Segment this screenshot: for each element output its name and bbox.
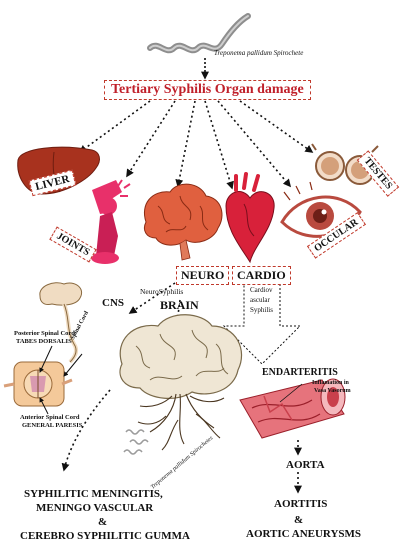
neurosyphilis-label: NeuroSyphilis <box>140 287 184 296</box>
paresis-label: GENERAL PARESIS <box>22 422 83 429</box>
cardiovascular-label-1: Cardiov <box>250 286 273 294</box>
organ-arrows <box>78 100 314 190</box>
organism-label: Treponema pallidum Spirochete <box>214 49 304 57</box>
outcome-line-1: SYPHILITIC MENINGITIS, <box>24 488 163 500</box>
aortitis-amp: & <box>294 514 304 526</box>
cardio-arrow <box>222 279 302 365</box>
spirochete-icon <box>147 13 251 54</box>
joint-icon <box>91 179 131 264</box>
tabes-label: TABES DORSALIS <box>16 338 72 345</box>
posterior-label: Posterior Spinal Cord <box>14 330 75 337</box>
outcome-amp: & <box>98 516 108 528</box>
inflammation-label-1: Inflamation in <box>312 380 349 386</box>
inflammation-label-2: Vasa Vasorum <box>314 388 351 394</box>
vessel-icon <box>239 378 346 439</box>
outcome-line-3: CEREBRO SYPHILITIC GUMMA <box>20 530 190 542</box>
brain-label: BRAIN <box>160 298 199 312</box>
large-brain-icon <box>119 314 243 455</box>
brain-organ-icon <box>143 183 223 261</box>
cns-label: CNS <box>102 297 125 309</box>
testes-icon <box>311 143 379 185</box>
page-title: Tertiary Syphilis Organ damage <box>104 80 311 100</box>
cardiovascular-label-3: Syphilis <box>250 306 273 314</box>
aortitis-label: AORTITIS <box>274 498 328 510</box>
aneurysms-label: AORTIC ANEURYSMS <box>246 528 362 540</box>
outcome-line-2: MENINGO VASCULAR <box>36 502 154 514</box>
neuro-label: NEURO <box>176 266 230 285</box>
spinal-brain-icon <box>39 282 82 364</box>
spinal-cross-section-icon <box>3 361 73 407</box>
aorta-label: AORTA <box>286 459 325 471</box>
cardio-label: CARDIO <box>232 266 291 285</box>
heart-icon <box>225 172 275 264</box>
endarteritis-label: ENDARTERITIS <box>262 367 338 378</box>
anterior-label: Anterior Spinal Cord <box>20 414 80 421</box>
cardiovascular-label-2: ascular <box>250 296 270 304</box>
